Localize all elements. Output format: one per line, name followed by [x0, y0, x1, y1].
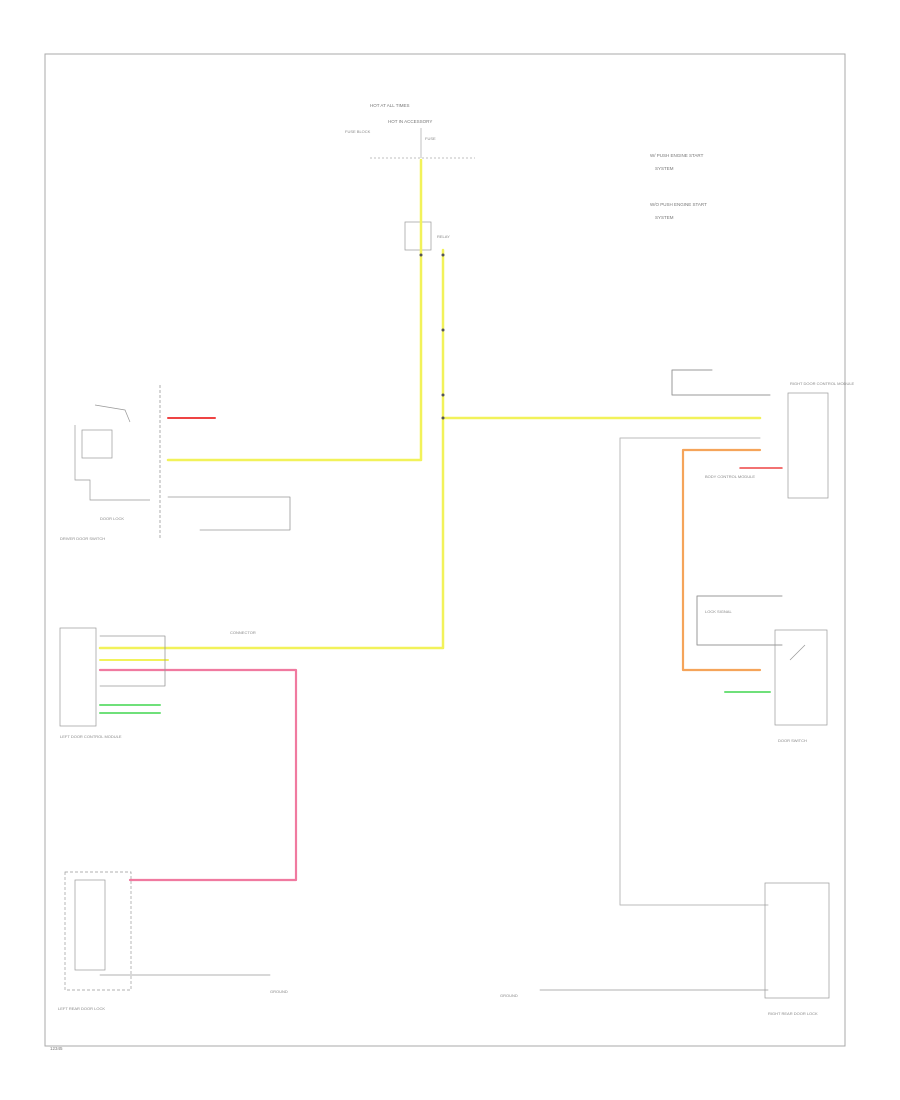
yellow-wire-left-module [98, 248, 445, 650]
yellow-wires [98, 158, 762, 661]
driver-door-switch: DOOR LOCK DRIVER DOOR SWITCH [60, 385, 161, 541]
switch-motor [81, 429, 113, 459]
top-source-label: HOT AT ALL TIMES [370, 103, 410, 108]
driver-door-switch-label: DRIVER DOOR SWITCH [60, 536, 105, 541]
power-source: HOT AT ALL TIMES HOT IN ACCESSORY FUSE B… [345, 103, 475, 159]
left-door-control-module: LEFT DOOR CONTROL MODULE CONNECTOR [59, 627, 256, 739]
gray-wire-right-lock [619, 437, 769, 906]
left-lock-body [74, 879, 106, 971]
right-lock-frame [764, 882, 830, 999]
relay-body [404, 221, 432, 251]
left-lock-frame [64, 871, 132, 991]
body-control-label: BODY CONTROL MODULE [705, 474, 755, 479]
fuse-label: FUSE [425, 136, 436, 141]
switch-contact [94, 404, 131, 423]
left-module-body [59, 627, 97, 727]
top-source-sub-label: HOT IN ACCESSORY [388, 119, 432, 124]
note-2a: W/O PUSH ENGINE START [650, 202, 707, 207]
right-ground-label: GROUND [500, 993, 518, 998]
left-rear-door-lock: LEFT REAR DOOR LOCK GROUND [58, 871, 288, 1011]
splice-points [419, 253, 445, 420]
pink-wire-lock-motor [98, 668, 298, 882]
gray-wire-top-loop [671, 369, 771, 396]
gray-wire-driver-ground [167, 496, 291, 531]
right-rear-lock-label: RIGHT REAR DOOR LOCK [768, 1011, 818, 1016]
driver-lock-label: DOOR LOCK [100, 516, 124, 521]
note-2b: SYSTEM [655, 215, 674, 220]
diagram-frame [44, 53, 846, 1047]
splice-point [419, 253, 423, 257]
right-door-control-label: RIGHT DOOR CONTROL MODULE [790, 381, 855, 386]
door-switch-right-label: DOOR SWITCH [778, 738, 807, 743]
right-rear-door-lock: RIGHT REAR DOOR LOCK GROUND [500, 882, 830, 1016]
splice-point [441, 328, 445, 332]
relay-label: RELAY [437, 234, 450, 239]
corner-id: 12345 [50, 1046, 63, 1051]
fuse-box-label: FUSE BLOCK [345, 129, 371, 134]
gray-wire-switch-loop [696, 595, 783, 646]
splice-point [441, 393, 445, 397]
gray-wire-left-module-loop [99, 635, 166, 687]
connector-label: CONNECTOR [230, 630, 256, 635]
notes: W/ PUSH ENGINE START SYSTEM W/O PUSH ENG… [650, 153, 707, 220]
splice-point [441, 416, 445, 420]
note-1b: SYSTEM [655, 166, 674, 171]
right-module-body [787, 392, 829, 499]
right-switch-body [774, 629, 828, 726]
yellow-wire-driver-switch [166, 158, 423, 462]
left-ground-label: GROUND [270, 989, 288, 994]
note-1a: W/ PUSH ENGINE START [650, 153, 704, 158]
switch-body [74, 425, 150, 501]
lock-signal-label: LOCK SIGNAL [705, 609, 732, 614]
right-door-control-module: RIGHT DOOR CONTROL MODULE BODY CONTROL M… [705, 381, 855, 499]
gray-wires [99, 369, 783, 991]
splice-point [441, 253, 445, 257]
orange-wire [681, 448, 762, 672]
right-door-switch: DOOR SWITCH LOCK SIGNAL [705, 609, 828, 743]
left-rear-lock-label: LEFT REAR DOOR LOCK [58, 1006, 105, 1011]
left-door-control-label: LEFT DOOR CONTROL MODULE [60, 734, 122, 739]
relay: RELAY [404, 221, 450, 251]
right-switch-contact [789, 644, 806, 661]
